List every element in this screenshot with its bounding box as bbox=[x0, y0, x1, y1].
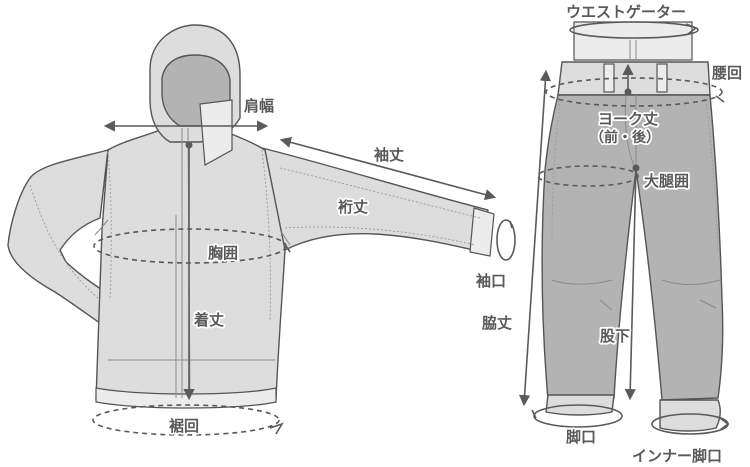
label-shoulder-width: 肩幅 bbox=[244, 97, 274, 115]
label-thigh: 大腿囲 bbox=[644, 172, 689, 190]
label-hem: 裾回 bbox=[169, 417, 199, 435]
label-yoke-length: ヨーク丈 bbox=[598, 110, 658, 128]
jacket-right-cuff bbox=[469, 207, 495, 257]
label-waist-gaiter: ウエストゲーター bbox=[566, 3, 686, 21]
side-length-line bbox=[519, 69, 551, 407]
label-inseam: 股下 bbox=[600, 327, 630, 345]
label-hem-opening: 脚口 bbox=[566, 428, 596, 446]
hem-ellipse bbox=[92, 404, 280, 436]
label-chest: 胸囲 bbox=[208, 244, 238, 262]
label-waist: 腰回 bbox=[711, 64, 742, 82]
label-yuki-length: 裄丈 bbox=[337, 198, 368, 216]
inseam-line bbox=[624, 167, 637, 401]
waist-gaiter bbox=[573, 21, 693, 61]
label-side-length: 脇丈 bbox=[482, 314, 512, 332]
jacket-body bbox=[95, 127, 286, 407]
hem-opening-ellipse bbox=[533, 404, 623, 428]
jacket-collar-flap bbox=[199, 99, 233, 166]
jacket-left-sleeve bbox=[7, 149, 121, 331]
label-body-length: 着丈 bbox=[193, 311, 224, 329]
pants-measurements bbox=[519, 21, 730, 435]
waist-gaiter-ellipse bbox=[569, 21, 699, 39]
label-inner-hem-opening: インナー脚口 bbox=[632, 447, 722, 465]
cuff-ellipse bbox=[496, 219, 516, 261]
pants-inner-cuff bbox=[659, 399, 721, 432]
jacket-illustration bbox=[7, 24, 495, 409]
thigh-ellipse bbox=[537, 165, 639, 187]
label-front-back: （前・後） bbox=[590, 129, 660, 146]
label-cuff: 袖口 bbox=[476, 272, 506, 290]
sleeve-length-line bbox=[279, 136, 497, 201]
pants-illustration bbox=[541, 21, 724, 432]
jacket-measurements bbox=[92, 120, 516, 436]
labels: 肩幅 袖丈 裄丈 胸囲 着丈 袖口 裾回 ウエストゲーター 腰回 ヨーク丈 （前… bbox=[167, 1, 744, 467]
label-sleeve-length: 袖丈 bbox=[374, 146, 404, 164]
